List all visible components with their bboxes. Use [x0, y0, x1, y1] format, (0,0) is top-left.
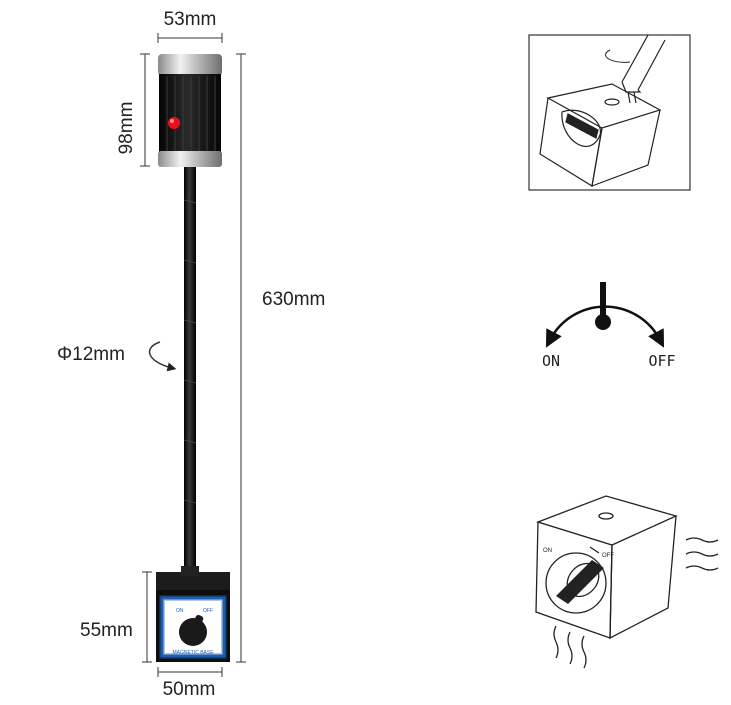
rotate-arrow-icon: [148, 341, 177, 372]
heat-wave-bottom-icon: [553, 625, 587, 669]
dim-base-width: 50mm: [163, 679, 216, 700]
dim-head-height: 98mm: [116, 102, 137, 155]
dim-base-height: 55mm: [80, 620, 133, 641]
switch-diagram: ON OFF: [542, 282, 676, 370]
dim-width-top: 53mm: [164, 9, 217, 30]
lamp-product: ON OFF MAGNETIC BASE: [156, 54, 230, 662]
cube-on-mark: ON: [543, 548, 552, 554]
indicator-light: [168, 117, 180, 129]
switch-on-label: ON: [542, 352, 560, 370]
lamp-head: [158, 54, 222, 167]
switch-pivot: [595, 314, 611, 330]
base-cube-illustration: ON OFF: [535, 495, 719, 669]
magnetic-base: ON OFF MAGNETIC BASE: [156, 566, 230, 662]
heat-wave-icon: [685, 537, 719, 571]
mount-illustration: [528, 34, 691, 191]
base-plate-text: MAGNETIC BASE: [172, 650, 214, 656]
switch-arc-arrow: [545, 305, 665, 348]
base-plate-off-mark: OFF: [203, 608, 213, 614]
base-plate: [160, 596, 226, 658]
gooseneck-tube: [183, 167, 197, 577]
cube-off-mark: OFF: [602, 553, 614, 559]
dim-tube-diameter: Φ12mm: [57, 344, 125, 365]
base-plate-on-mark: ON: [176, 608, 184, 614]
dim-total-height: 630mm: [262, 289, 325, 310]
dimension-annotations: 53mm 98mm 630mm Φ12mm 55mm 50mm: [57, 9, 325, 700]
switch-off-label: OFF: [648, 352, 675, 370]
